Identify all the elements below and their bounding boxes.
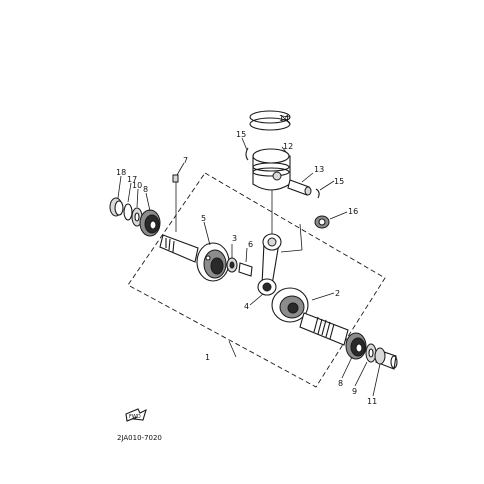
front-direction-arrow: FWD [125, 408, 147, 422]
part-number-16: 16 [348, 207, 358, 216]
left-crank-half [159, 234, 230, 282]
part-number-15-right: 15 [334, 177, 344, 186]
piston-pin [287, 179, 312, 196]
connecting-rod [257, 233, 282, 296]
part-number-14: 14 [279, 114, 289, 123]
small-end-bearing [314, 215, 330, 229]
bearing-link-line [280, 249, 303, 253]
part-number-12: 12 [283, 142, 293, 151]
part-number-6: 6 [248, 240, 253, 249]
woodruff-key [172, 174, 179, 183]
part-number-8-left: 8 [143, 185, 148, 194]
part-number-10: 10 [132, 181, 142, 190]
part-number-7: 7 [183, 156, 188, 165]
piston [252, 148, 291, 191]
part-number-13: 13 [314, 165, 324, 174]
right-crank-half [271, 287, 349, 346]
part-number-17: 17 [127, 175, 137, 184]
part-number-11: 11 [367, 397, 377, 406]
piston-clips [245, 147, 320, 199]
crank-pin [238, 262, 253, 277]
assembly-boundary [127, 172, 386, 388]
part-number-9: 9 [352, 387, 357, 396]
part-number-15-left: 15 [236, 130, 246, 139]
part-number-8-right: 8 [338, 379, 343, 388]
part-number-2: 2 [335, 289, 340, 298]
part-number-5: 5 [201, 214, 206, 223]
part-number-4: 4 [244, 302, 249, 311]
left-bearing-stack [109, 197, 161, 237]
front-arrow-label: FWD [129, 414, 141, 420]
leader-lines [117, 115, 381, 397]
part-number-3: 3 [232, 234, 237, 243]
figure-code: 2JA010-7020 [117, 434, 162, 442]
right-bearing-stack [345, 332, 398, 370]
rod-to-bearing-line [299, 223, 303, 251]
crank-pin-bearing [226, 257, 238, 273]
part-number-1: 1 [205, 353, 210, 362]
part-number-18: 18 [116, 168, 126, 177]
